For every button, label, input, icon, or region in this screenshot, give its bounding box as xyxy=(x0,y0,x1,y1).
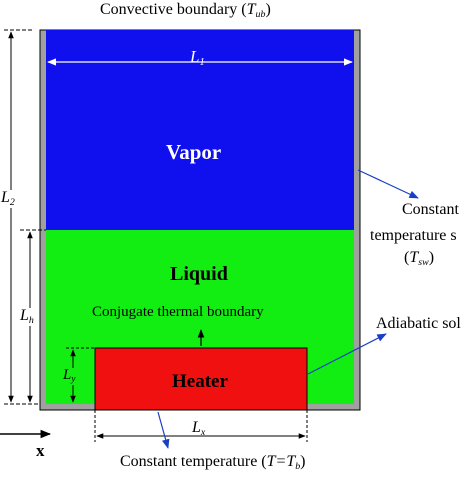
adiabatic-label: Adiabatic sol xyxy=(376,315,461,332)
convective-boundary-label: Convective boundary (Tub) xyxy=(100,2,271,20)
lh-label: Lh xyxy=(20,308,34,326)
liquid-label: Liquid xyxy=(170,263,228,285)
heater-region xyxy=(94,347,308,411)
side-wall-leader xyxy=(357,169,419,199)
bottom-eq: T=T xyxy=(266,453,296,470)
ly-sub: y xyxy=(71,374,76,385)
right-wall xyxy=(354,30,360,410)
lh-sub: h xyxy=(28,314,34,326)
lx-sub: x xyxy=(200,426,206,438)
bottom-close: ) xyxy=(300,453,306,470)
tsw-close: ) xyxy=(428,249,435,266)
l2-sub: 2 xyxy=(9,196,15,208)
l1-var: L xyxy=(190,47,200,66)
bottom-text: Constant temperature ( xyxy=(120,453,267,470)
l1-label: L1 xyxy=(190,48,205,68)
convective-sub: ub xyxy=(255,8,266,20)
x-axis-label: x xyxy=(36,441,45,460)
l2-var: L xyxy=(1,189,10,206)
ly-label: Ly xyxy=(63,367,76,385)
l1-sub: 1 xyxy=(199,56,205,68)
tsw-open: ( xyxy=(404,249,410,266)
lx-var: L xyxy=(192,419,201,436)
l2-label: L2 xyxy=(1,190,15,208)
convective-var: T xyxy=(246,1,256,18)
lx-label: Lx xyxy=(192,420,205,438)
vapor-label: Vapor xyxy=(166,140,222,164)
convective-text: Convective boundary ( xyxy=(100,1,247,18)
lh-var: L xyxy=(20,307,29,324)
ly-var: L xyxy=(63,367,72,383)
tsw-var: T xyxy=(409,249,419,266)
bottom-sub: b xyxy=(295,460,301,472)
left-wall xyxy=(40,30,46,410)
conjugate-boundary-label: Conjugate thermal boundary xyxy=(92,304,264,320)
constant-temperature-bottom-label: Constant temperature (T=Tb) xyxy=(120,454,306,472)
tsw-label: (Tsw) xyxy=(404,250,434,268)
convective-close: ) xyxy=(265,1,271,18)
heater-label: Heater xyxy=(172,371,228,392)
constant-temp-side-line2: temperature s xyxy=(370,227,457,244)
tsw-sub: sw xyxy=(418,256,429,268)
heater-bottom-leader xyxy=(157,411,170,449)
adiabatic-leader xyxy=(307,333,387,375)
constant-temp-side-line1: Constant xyxy=(402,201,459,218)
